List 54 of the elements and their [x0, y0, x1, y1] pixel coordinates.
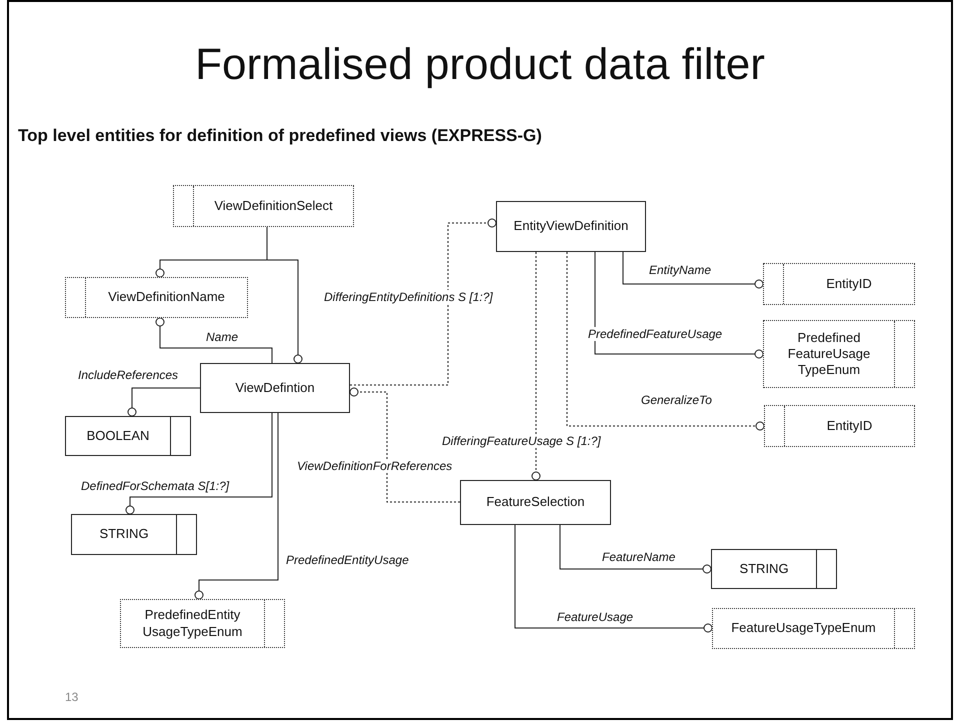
edge-label: DifferingEntityDefinitions S [1:?]	[323, 290, 494, 304]
edge-label: DifferingFeatureUsage S [1:?]	[441, 434, 602, 448]
entity-name: EntityViewDefinition	[514, 218, 628, 235]
entity-name: EntityID	[826, 276, 872, 292]
select-type-box	[65, 277, 248, 318]
relationship-line	[566, 252, 764, 430]
simple-type-box	[711, 549, 837, 589]
defined-type-box	[763, 320, 915, 388]
entity-name: STRING	[739, 560, 789, 578]
relationship-line	[594, 252, 764, 358]
entity-name: PredefinedEntity UsageTypeEnum	[142, 607, 244, 640]
select-type-box	[173, 185, 354, 227]
edge-label: DefinedForSchemata S[1:?]	[80, 479, 230, 493]
entity-name: ViewDefintion	[235, 380, 315, 396]
edge-label: IncludeReferences	[77, 368, 180, 382]
relationship-line	[128, 388, 200, 416]
entity-name: STRING	[99, 526, 149, 543]
entity-name: BOOLEAN	[86, 428, 150, 444]
entity-box	[496, 201, 646, 252]
entity-name: ViewDefinitionName	[108, 289, 225, 306]
subtitle: Top level entities for definition of predefined views (EXPRESS-G)	[18, 126, 542, 146]
relationship-line	[126, 412, 272, 514]
relationship-line	[156, 318, 272, 364]
relationship-line	[622, 252, 764, 288]
entity-box	[200, 363, 350, 413]
relationship-line	[350, 218, 496, 386]
defined-type-box	[712, 608, 915, 649]
entity-box	[460, 480, 611, 525]
edge-label: EntityName	[648, 263, 712, 277]
defined-type-box	[120, 599, 285, 648]
edge-label: GeneralizeTo	[640, 393, 713, 407]
select-type-box	[763, 263, 915, 305]
edge-label: Name	[205, 330, 240, 344]
entity-name: FeatureSelection	[486, 494, 585, 511]
edge-label: PredefinedFeatureUsage	[587, 327, 724, 341]
select-type-box	[764, 405, 915, 447]
relationship-line	[514, 524, 712, 632]
edge-label: ViewDefinitionForReferences	[296, 459, 454, 473]
relationship-line	[350, 388, 460, 502]
page-number: 13	[65, 690, 78, 704]
edge-label: FeatureName	[601, 550, 676, 564]
relationship-line	[194, 412, 278, 600]
relationship-line	[266, 226, 302, 364]
relationship-line	[560, 524, 712, 574]
entity-name: FeatureUsageTypeEnum	[731, 620, 876, 637]
simple-type-box	[65, 416, 191, 456]
entity-name: EntityID	[826, 418, 872, 434]
simple-type-box	[71, 514, 197, 555]
relationship-line	[532, 252, 540, 480]
entity-name: ViewDefinitionSelect	[214, 198, 333, 214]
entity-name: Predefined FeatureUsage TypeEnum	[786, 330, 872, 378]
edge-label: FeatureUsage	[556, 610, 634, 624]
edge-label: PredefinedEntityUsage	[285, 553, 410, 567]
slide-title: Formalised product data filter	[195, 40, 765, 90]
